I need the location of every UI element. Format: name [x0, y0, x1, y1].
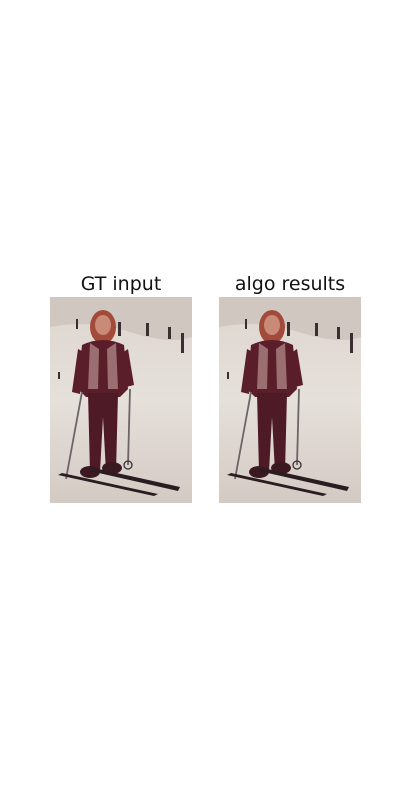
skier-figure [241, 310, 303, 478]
panel-title-gt-input: GT input [80, 273, 162, 295]
skier-figure [72, 310, 134, 478]
algo-results-image [219, 297, 361, 503]
panel-title-algo-results: algo results [234, 273, 346, 295]
gt-input-image [50, 297, 192, 503]
